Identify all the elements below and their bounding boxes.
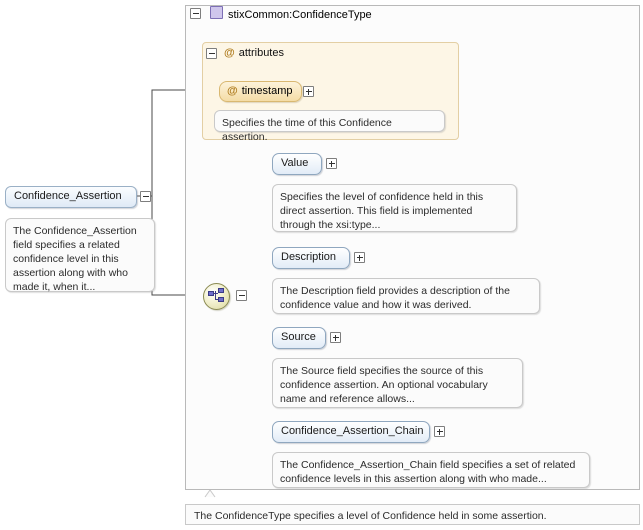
doc-timestamp: Specifies the time of this Confidence as… bbox=[214, 110, 445, 143]
expand-control-source[interactable] bbox=[330, 332, 341, 343]
node-source-label: Source bbox=[281, 331, 316, 343]
node-description-label: Description bbox=[281, 251, 337, 263]
attributes-label: @attributes bbox=[224, 47, 284, 59]
expand-control-description[interactable] bbox=[354, 252, 365, 263]
attributes-label-text: attributes bbox=[238, 47, 284, 59]
doc-confidence-type: The ConfidenceType specifies a level of … bbox=[185, 504, 640, 525]
doc-source-text: The Source field specifies the source of… bbox=[280, 365, 488, 405]
node-description[interactable]: Description bbox=[272, 247, 350, 269]
doc-confidence-type-text: The ConfidenceType specifies a level of … bbox=[194, 510, 547, 522]
collapse-control-attributes[interactable] bbox=[206, 48, 217, 59]
node-confidence-assertion-label: Confidence_Assertion bbox=[14, 190, 122, 202]
sequence-line-h2 bbox=[215, 299, 218, 300]
node-value[interactable]: Value bbox=[272, 153, 322, 175]
at-icon-timestamp: @ bbox=[227, 85, 238, 97]
doc-confidence-assertion-chain: The Confidence_Assertion_Chain field spe… bbox=[272, 452, 590, 488]
doc-description-text: The Description field provides a descrip… bbox=[280, 285, 510, 311]
node-value-label: Value bbox=[281, 157, 309, 169]
node-confidence-assertion-chain[interactable]: Confidence_Assertion_Chain bbox=[272, 421, 430, 443]
doc-value: Specifies the level of confidence held i… bbox=[272, 184, 517, 232]
type-title: stixCommon:ConfidenceType bbox=[210, 6, 372, 21]
node-confidence-assertion[interactable]: Confidence_Assertion bbox=[5, 186, 137, 208]
sequence-line-v bbox=[215, 291, 216, 300]
doc-confidence-assertion-chain-text: The Confidence_Assertion_Chain field spe… bbox=[280, 459, 576, 485]
type-swatch-icon bbox=[210, 6, 223, 19]
at-icon-attributes: @ bbox=[224, 47, 235, 59]
collapse-control-root[interactable] bbox=[140, 191, 151, 202]
attribute-timestamp[interactable]: @timestamp bbox=[219, 81, 303, 102]
doc-value-text: Specifies the level of confidence held i… bbox=[280, 191, 484, 231]
collapse-control-type[interactable] bbox=[190, 8, 201, 19]
doc-timestamp-text: Specifies the time of this Confidence as… bbox=[222, 117, 392, 143]
doc-source: The Source field specifies the source of… bbox=[272, 358, 523, 408]
sequence-line-h bbox=[214, 293, 218, 294]
expand-control-confidence-assertion-chain[interactable] bbox=[434, 426, 445, 437]
sequence-block-3 bbox=[218, 297, 224, 302]
node-source[interactable]: Source bbox=[272, 327, 326, 349]
doc-confidence-assertion-text: The Confidence_Assertion field specifies… bbox=[13, 225, 137, 293]
sequence-group-icon[interactable] bbox=[203, 283, 230, 310]
expand-control-value[interactable] bbox=[326, 158, 337, 169]
doc-description: The Description field provides a descrip… bbox=[272, 278, 540, 314]
collapse-control-sequence[interactable] bbox=[236, 290, 247, 301]
sequence-block-2 bbox=[218, 288, 224, 293]
doc-confidence-assertion: The Confidence_Assertion field specifies… bbox=[5, 218, 155, 293]
expand-control-timestamp[interactable] bbox=[303, 86, 314, 97]
attribute-timestamp-label: timestamp bbox=[241, 85, 293, 97]
node-confidence-assertion-chain-label: Confidence_Assertion_Chain bbox=[281, 425, 424, 437]
type-title-label: stixCommon:ConfidenceType bbox=[228, 9, 372, 21]
sequence-block-1 bbox=[208, 291, 214, 296]
